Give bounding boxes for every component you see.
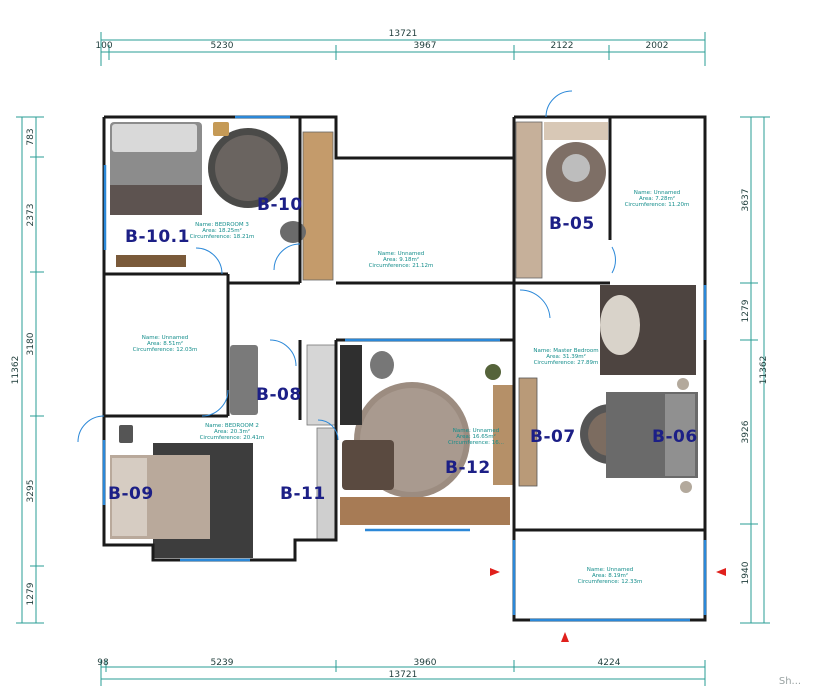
svg-text:Name: BEDROOM 2: Name: BEDROOM 2 [205,423,259,429]
svg-text:Area: 9.18m²: Area: 9.18m² [383,256,419,263]
dim-top-2: 5230 [211,41,234,51]
svg-text:Circumference: 12.03m: Circumference: 12.03m [133,347,198,353]
svg-text:Name: Unnamed: Name: Unnamed [142,335,188,341]
arrow-up-icon [561,632,569,642]
dim-right-2: 1279 [741,299,751,322]
dim-right-total: 11362 [759,356,769,385]
dim-right-3: 3926 [741,420,751,443]
dim-left-total: 11362 [11,356,21,385]
dim-left-2: 2373 [26,204,36,227]
tag-b06: B-06 [652,427,698,447]
svg-text:Name: Unnamed: Name: Unnamed [453,428,499,434]
arrow-left-icon [716,568,726,576]
svg-text:Area: 16.65m²: Area: 16.65m² [456,433,496,440]
room-label-master-bedroom: Name: Master Bedroom Area: 31.39m² Circu… [533,348,598,366]
windows [102,115,707,622]
bottom-dimensions: 98 5239 3960 4224 13721 [97,658,620,680]
svg-text:Area: 8.19m²: Area: 8.19m² [592,572,628,579]
dim-right-4: 1940 [741,561,751,584]
dim-left-5: 1279 [26,582,36,605]
dim-left-3: 3180 [26,332,36,355]
room-label-bedroom-2: Name: BEDROOM 2 Area: 20.3m² Circumferen… [200,423,265,441]
room-label-study: Name: Unnamed Area: 8.51m² Circumference… [133,335,198,353]
svg-text:Circumference: 12.33m: Circumference: 12.33m [578,579,643,585]
right-dimensions: 3637 1279 3926 1940 11362 [741,189,769,585]
svg-text:Name: BEDROOM 3: Name: BEDROOM 3 [195,222,249,228]
svg-text:Circumference: 11.20m: Circumference: 11.20m [625,202,690,208]
dim-bottom-total: 13721 [389,670,418,680]
tags: B-10 B-10.1 B-05 B-08 B-07 B-06 B-12 B-0… [108,195,698,504]
svg-text:Name: Unnamed: Name: Unnamed [634,190,680,196]
room-labels: Name: BEDROOM 3 Area: 18.25m² Circumfere… [133,190,690,585]
left-dimensions: 11362 783 2373 3180 3295 1279 [11,128,36,605]
watermark: Sh... [779,676,801,687]
svg-text:Area: 18.25m²: Area: 18.25m² [202,227,242,234]
svg-text:Area: 20.3m²: Area: 20.3m² [214,428,250,435]
dimension-lines [16,32,770,686]
arrow-right-icon [490,568,500,576]
dim-bottom-2: 5239 [211,658,234,668]
dim-top-4: 2122 [551,41,574,51]
room-label-hall: Name: Unnamed Area: 9.18m² Circumference… [369,251,434,269]
doors [77,90,616,443]
tag-b08: B-08 [256,385,302,405]
tag-b12: B-12 [445,458,491,478]
room-label-living: Name: Unnamed Area: 16.65m² Circumferenc… [448,428,504,446]
room-label-storage: Name: Unnamed Area: 7.28m² Circumference… [625,190,690,208]
svg-text:Circumference: 16...: Circumference: 16... [448,440,504,446]
dim-left-1: 783 [26,128,36,145]
dim-bottom-4: 4224 [598,658,621,668]
tag-b11: B-11 [280,484,326,504]
svg-text:Name: Master Bedroom: Name: Master Bedroom [533,348,598,354]
svg-text:Name: Unnamed: Name: Unnamed [378,251,424,257]
room-label-bedroom-3: Name: BEDROOM 3 Area: 18.25m² Circumfere… [190,222,255,240]
top-dimensions: 13721 100 5230 3967 2122 2002 [95,29,668,51]
svg-text:Circumference: 18.21m: Circumference: 18.21m [190,234,255,240]
entry-arrows [490,568,726,642]
tag-b10: B-10 [257,195,303,215]
svg-text:Area: 8.51m²: Area: 8.51m² [147,340,183,347]
dim-top-1: 100 [95,41,112,51]
tag-b09: B-09 [108,484,154,504]
tag-b05: B-05 [549,214,595,234]
svg-text:Name: Unnamed: Name: Unnamed [587,567,633,573]
room-label-balcony: Name: Unnamed Area: 8.19m² Circumference… [578,567,643,585]
dim-top-3: 3967 [414,41,437,51]
dim-top-total: 13721 [389,29,418,39]
svg-text:Circumference: 20.41m: Circumference: 20.41m [200,435,265,441]
svg-text:Area: 31.39m²: Area: 31.39m² [546,353,586,360]
svg-text:Circumference: 27.89m: Circumference: 27.89m [534,360,599,366]
dim-bottom-1: 98 [97,658,109,668]
svg-text:Circumference: 21.12m: Circumference: 21.12m [369,263,434,269]
tag-b10-1: B-10.1 [125,227,190,247]
dim-right-1: 3637 [741,189,751,212]
dim-bottom-3: 3960 [414,658,437,668]
svg-text:Area: 7.28m²: Area: 7.28m² [639,195,675,202]
dim-top-5: 2002 [646,41,669,51]
tag-b07: B-07 [530,427,576,447]
dim-left-4: 3295 [26,480,36,503]
furniture [110,121,698,558]
